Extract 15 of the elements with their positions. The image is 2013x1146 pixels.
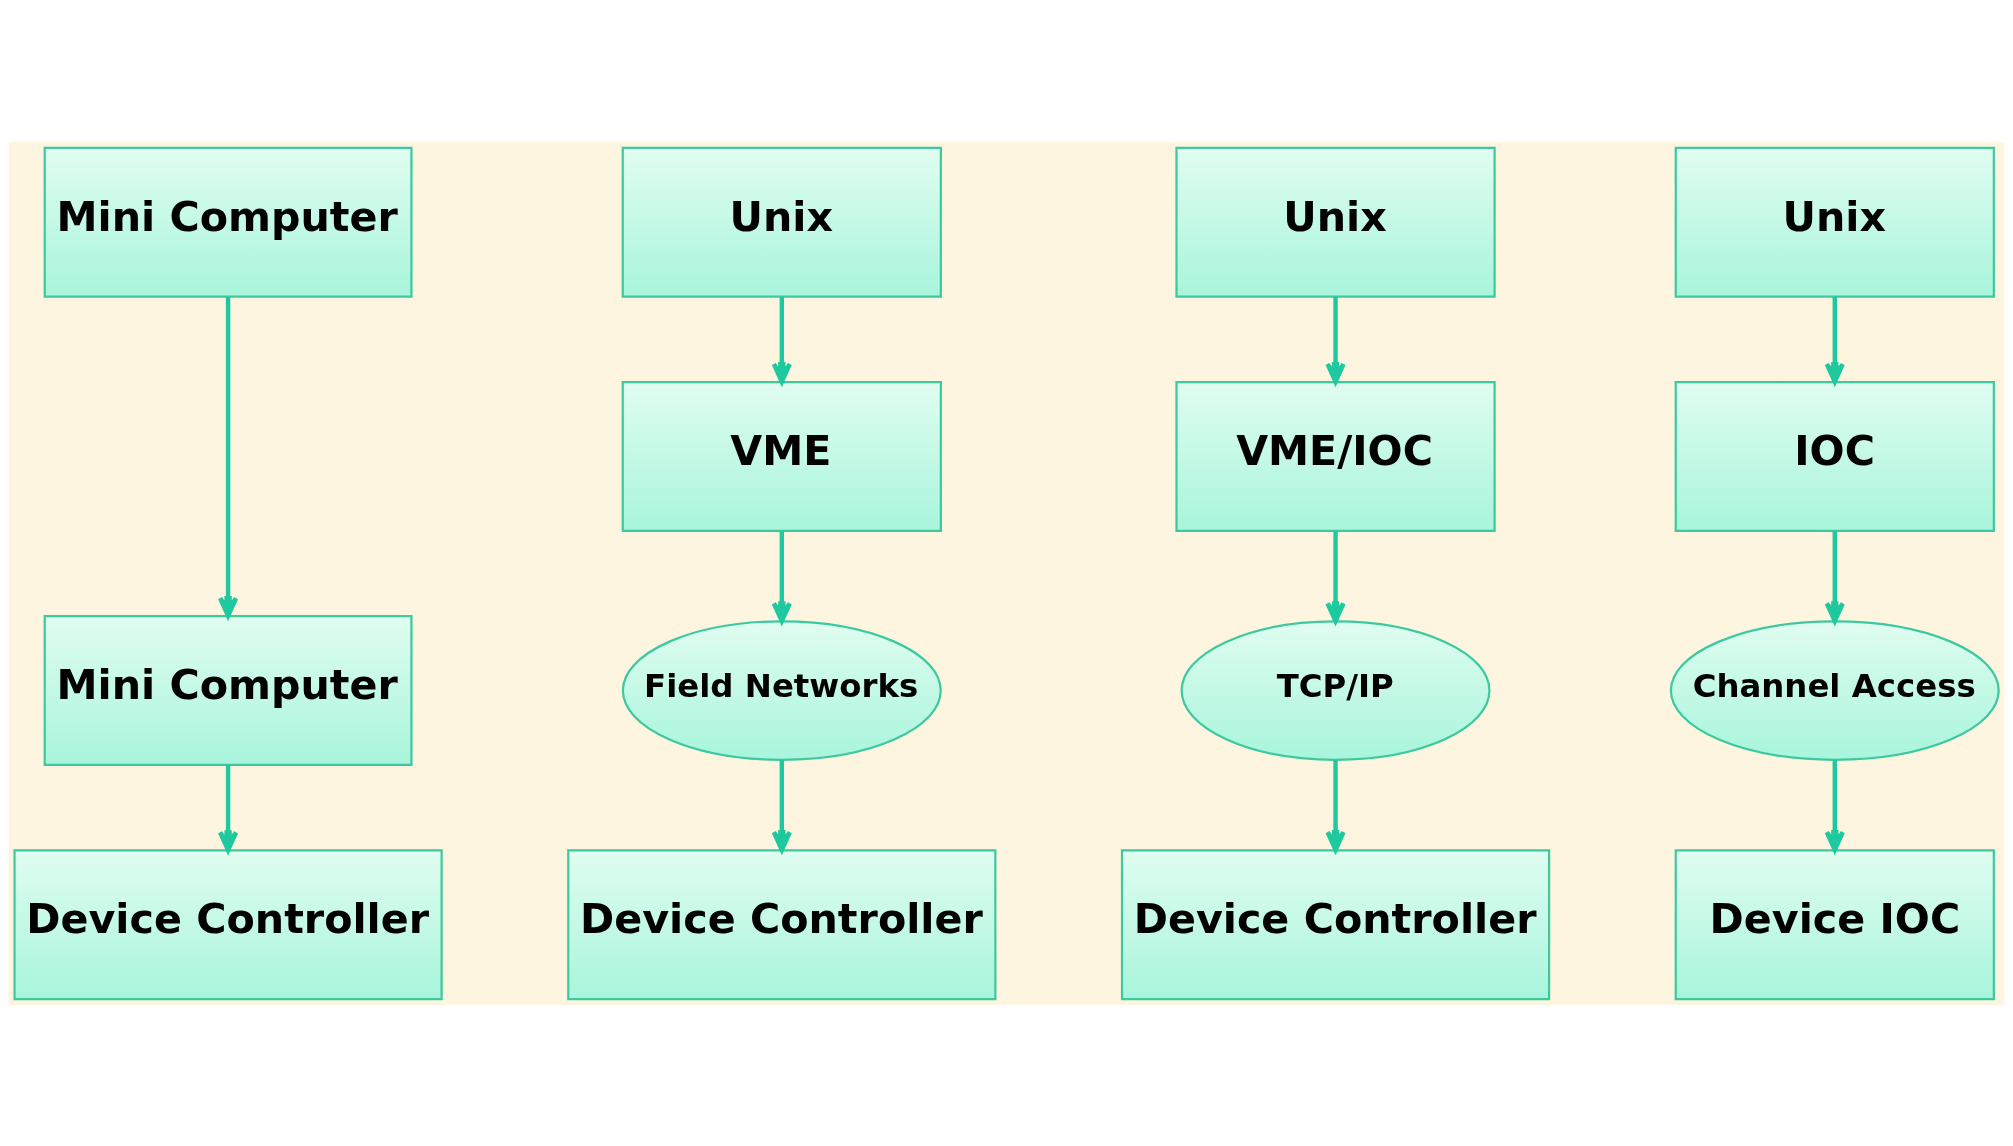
node-box: Mini Computer [43,146,413,298]
node-ellipse: Field Networks [621,619,942,761]
node-box: Device Controller [13,848,443,1000]
node-box: Device Controller [567,848,997,1000]
node-box: VME/IOC [1175,380,1496,532]
node-box: Mini Computer [43,614,413,766]
node-box: VME [621,380,942,532]
node-box: Unix [1674,146,1995,298]
node-box: Device Controller [1120,848,1551,1000]
node-box: Device IOC [1674,848,1995,1000]
node-box: IOC [1674,380,1995,532]
node-ellipse: Channel Access [1669,619,2000,761]
node-box: Unix [1175,146,1496,298]
node-box: Unix [621,146,942,298]
node-ellipse: TCP/IP [1180,619,1491,761]
